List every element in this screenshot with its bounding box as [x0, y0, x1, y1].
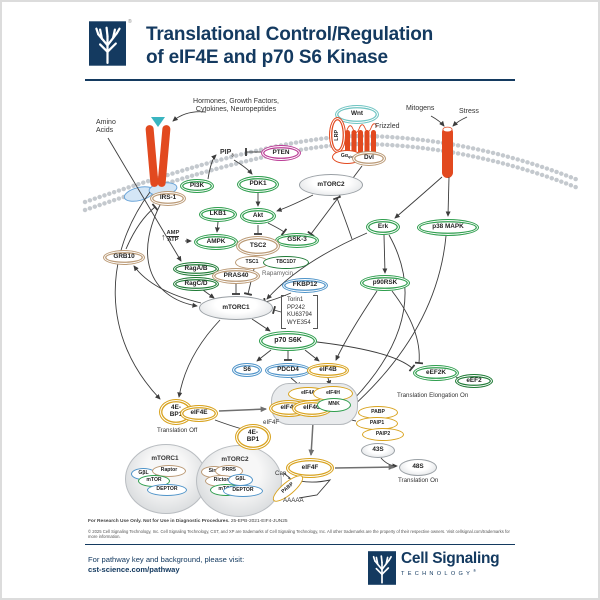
hormones-line1: Hormones, Growth Factors, [193, 98, 279, 105]
eif4f-complex-label: eIF4F [263, 419, 280, 426]
mtorc2-complex-title: mTORC2 [221, 456, 249, 463]
mitogens-label: Mitogens [406, 105, 435, 112]
brand-name: Cell Signaling [401, 550, 500, 567]
node-eef2k: eEF2K [413, 365, 459, 381]
translation-off-label: Translation Off [157, 427, 198, 434]
node-erk: Erk [366, 219, 400, 235]
node-irs1: IRS-1 [150, 191, 186, 206]
rapamycin-label: Rapamycin [262, 270, 293, 277]
node-p90rsk: p90RSK [360, 275, 410, 291]
page-title: Translational Control/Regulation of eIF4… [146, 23, 433, 69]
header-divider [85, 79, 515, 82]
pip3-text: PIP [220, 149, 232, 156]
node-deptor-c1: DEPTOR [147, 484, 187, 496]
node-deptor-c2: DEPTOR [223, 485, 263, 497]
registered-mark: ® [473, 568, 477, 573]
cst-tree-logo-icon [89, 21, 126, 66]
inhibitor-pp242: PP242 [287, 304, 306, 311]
node-gsk3: GSK-3 [275, 233, 319, 248]
node-ampk: AMPK [194, 234, 238, 250]
node-ragcd: RagC/D [173, 277, 219, 291]
frizzled-receptor-icon [345, 123, 378, 158]
pip3-label: PIP3 [220, 149, 234, 159]
node-pi3k: PI3K [180, 179, 214, 193]
inhibitor-torin1: Torin1 [287, 297, 304, 303]
node-raptor: Raptor [152, 465, 186, 477]
cst-tree-logo-icon [368, 551, 396, 585]
node-lkb1: LKB1 [199, 207, 237, 222]
node-eif4f-active: eIF4F [286, 458, 334, 478]
mtorc1-complex-title: mTORC1 [151, 455, 179, 462]
node-mnk: MNK [317, 398, 351, 412]
footer-brand-logo: Cell Signaling TECHNOLOGY® [368, 550, 500, 585]
visit-prompt: For pathway key and background, please v… [88, 555, 245, 564]
node-eif4e-bound: eIF4E [180, 405, 218, 422]
hormones-line2: Cytokines, Neuropeptides [195, 106, 277, 113]
inhibitor-ku63794: KU63794 [287, 312, 313, 319]
node-ragab: RagA/B [173, 262, 219, 276]
up-arrow-icon: ↑ [161, 231, 166, 242]
node-p38-mapk: p38 MAPK [417, 219, 479, 236]
research-use-statement: For Research Use Only. Not for Use in Di… [88, 519, 230, 524]
node-4ebp1-bound: 4E-BP1 [159, 399, 193, 425]
ligand-triangle-icon [151, 117, 165, 127]
node-fkbp12: FKBP12 [282, 278, 328, 293]
mtor-inhibitors-box: Torin1 PP242 KU63794 WYE354 [281, 295, 319, 330]
cap-label: Cap [275, 470, 287, 477]
node-mtorc1: mTORC1 [199, 296, 273, 320]
node-p70s6k: p70 S6K [259, 331, 317, 351]
stress-label: Stress [459, 108, 479, 115]
amino-acids-line2: Acids [96, 127, 114, 134]
node-pten: PTEN [261, 145, 301, 161]
node-akt: Akt [240, 208, 276, 224]
title-line-2: of eIF4E and p70 S6 Kinase [146, 47, 388, 68]
node-43s: 43S [361, 443, 395, 458]
signal-arrows [107, 111, 468, 499]
translation-on-label: Translation On [398, 477, 439, 484]
node-4ebp1-released: 4E-BP1 [235, 424, 271, 450]
poly-a-label: AAAAA [283, 497, 304, 504]
node-pdk1: PDK1 [237, 176, 279, 193]
node-48s: 48S [399, 459, 437, 476]
amino-acids-line1: Amino [96, 119, 116, 126]
node-pras40: PRAS40 [212, 268, 260, 284]
plasma-membrane [82, 133, 581, 213]
pathway-url-link[interactable]: cst-science.com/pathway [88, 564, 180, 574]
node-wnt: Wnt [335, 105, 379, 124]
node-eif4b: eIF4B [307, 363, 349, 378]
registered-mark: ® [128, 19, 132, 25]
amp-label: AMP [166, 230, 180, 238]
amino-acids-label: Amino Acids [96, 119, 116, 135]
node-grb10: GRB10 [103, 250, 145, 265]
stress-receptor-icon [442, 126, 453, 178]
document-code: 25-EPB-2021-EIF4-JUN25 [230, 519, 288, 524]
brand-subtitle: TECHNOLOGY® [401, 568, 477, 577]
node-s6: S6 [232, 363, 262, 377]
node-lrp: LRP [329, 117, 346, 153]
node-dvl: Dvl [352, 151, 386, 166]
translation-elongation-on-label: Translation Elongation On [397, 392, 469, 399]
footer-divider [85, 544, 515, 546]
node-tsc2: TSC2 [236, 236, 280, 256]
node-eef2: eEF2 [455, 374, 493, 388]
frizzled-label: Frizzled [375, 123, 400, 130]
pip3-subscript: 3 [231, 152, 234, 158]
title-line-1: Translational Control/Regulation [146, 24, 434, 45]
inhibitor-wye354: WYE354 [287, 319, 311, 326]
hormones-label: Hormones, Growth Factors, Cytokines, Neu… [173, 98, 299, 114]
fine-print-line1: For Research Use Only. Not for Use in Di… [88, 519, 288, 524]
node-pdcd4: PDCD4 [265, 363, 311, 378]
footer-visit-text: For pathway key and background, please v… [88, 555, 244, 574]
copyright-line: © 2025 Cell Signaling Technology, Inc. C… [88, 529, 510, 539]
atp-label: ATP [167, 237, 179, 244]
node-paip2: PAIP2 [362, 428, 404, 441]
node-tbc1d7: TBC1D7 [263, 256, 309, 269]
node-mtorc2: mTORC2 [299, 174, 363, 196]
